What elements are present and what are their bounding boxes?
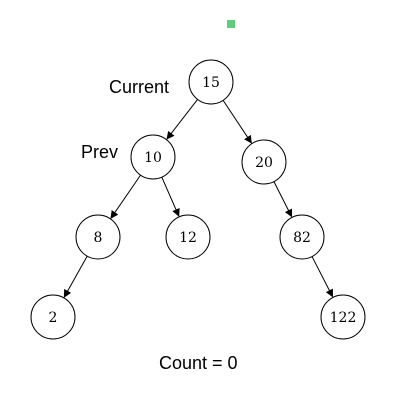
node-circle <box>165 214 211 260</box>
tree-node-2: 2 <box>30 294 76 340</box>
edge-82-122 <box>311 256 333 298</box>
status-marker <box>227 20 235 28</box>
prev-pointer-label: Prev <box>81 142 118 162</box>
tree-node-8: 8 <box>75 214 121 260</box>
node-value: 122 <box>330 310 357 326</box>
node-value: 12 <box>179 230 197 246</box>
edges <box>63 99 333 298</box>
node-circle <box>188 59 234 105</box>
edge-10-8 <box>110 174 141 219</box>
node-circle <box>320 294 366 340</box>
tree-node-10: 10 <box>130 134 176 180</box>
node-value: 15 <box>202 75 220 91</box>
tree-node-122: 122 <box>320 294 366 340</box>
tree-node-20: 20 <box>241 139 287 185</box>
node-value: 10 <box>144 150 162 166</box>
tree-node-12: 12 <box>165 214 211 260</box>
edge-15-10 <box>166 99 198 140</box>
node-circle <box>30 294 76 340</box>
current-pointer-label: Current <box>109 77 169 97</box>
tree-node-82: 82 <box>279 214 325 260</box>
node-circle <box>130 134 176 180</box>
node-circle <box>279 214 325 260</box>
node-value: 2 <box>49 310 58 326</box>
edge-10-12 <box>161 176 180 217</box>
node-circle <box>75 214 121 260</box>
node-circle <box>241 139 287 185</box>
tree-node-15: 15 <box>188 59 234 105</box>
edge-20-82 <box>273 181 293 218</box>
node-value: 8 <box>94 230 103 246</box>
node-value: 82 <box>293 230 311 246</box>
edge-8-2 <box>63 255 88 298</box>
count-label: Count = 0 <box>159 353 238 373</box>
edge-15-20 <box>222 100 252 144</box>
node-value: 20 <box>255 155 273 171</box>
